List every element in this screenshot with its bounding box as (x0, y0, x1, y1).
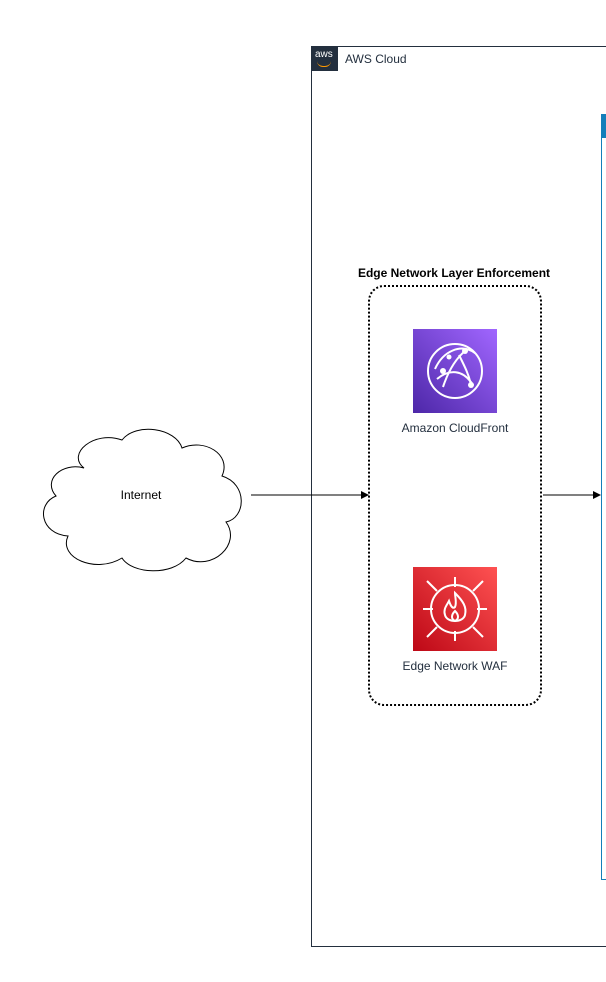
edge-layer-title: Edge Network Layer Enforcement (357, 266, 551, 280)
internet-cloud-shape (43, 428, 242, 572)
cloudfront-label: Amazon CloudFront (401, 421, 509, 435)
internet-label: Internet (120, 488, 162, 502)
inner-group-tab (601, 114, 606, 138)
aws-cloud-group: aws AWS Cloud (311, 46, 606, 947)
aws-logo-icon: aws (312, 47, 338, 71)
waf-label: Edge Network WAF (402, 659, 508, 673)
aws-smile-mark (317, 61, 331, 67)
inner-group-border (601, 114, 606, 880)
aws-logo-text: aws (315, 49, 333, 60)
waf-icon (413, 567, 497, 651)
edge-layer-box (368, 285, 542, 706)
aws-cloud-label: AWS Cloud (345, 52, 407, 66)
cloudfront-icon (413, 329, 497, 413)
